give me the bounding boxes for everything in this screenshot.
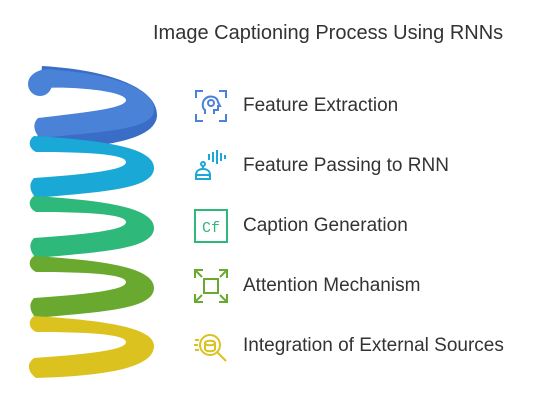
step-label: Caption Generation: [243, 215, 408, 236]
step-label: Integration of External Sources: [243, 335, 504, 356]
step-label: Feature Extraction: [243, 95, 399, 116]
diagram-title: Image Captioning Process Using RNNs: [153, 22, 504, 44]
coil-green: [29, 196, 154, 258]
coil-blue-front: [29, 69, 154, 138]
step-caption-generation: Cf Caption Generation: [191, 206, 408, 246]
step-attention-mechanism: Attention Mechanism: [191, 266, 420, 306]
coil-start-cap: [28, 72, 52, 96]
data-search-icon: [191, 326, 231, 366]
step-label: Feature Passing to RNN: [243, 155, 449, 176]
step-feature-extraction: Feature Extraction: [191, 86, 398, 126]
step-external-sources: Integration of External Sources: [191, 326, 504, 366]
robot-voice-icon: [191, 146, 231, 186]
focus-frame-icon: [191, 266, 231, 306]
step-feature-passing: Feature Passing to RNN: [191, 146, 449, 186]
head-scan-icon: [191, 86, 231, 126]
coil-lime: [29, 256, 154, 318]
step-label: Attention Mechanism: [243, 275, 421, 296]
coil-cyan: [29, 136, 154, 198]
coil-blue-back: [34, 66, 158, 150]
svg-text:Cf: Cf: [202, 220, 220, 237]
caption-symbol-icon: Cf: [191, 206, 231, 246]
coil-yellow: [28, 316, 154, 378]
